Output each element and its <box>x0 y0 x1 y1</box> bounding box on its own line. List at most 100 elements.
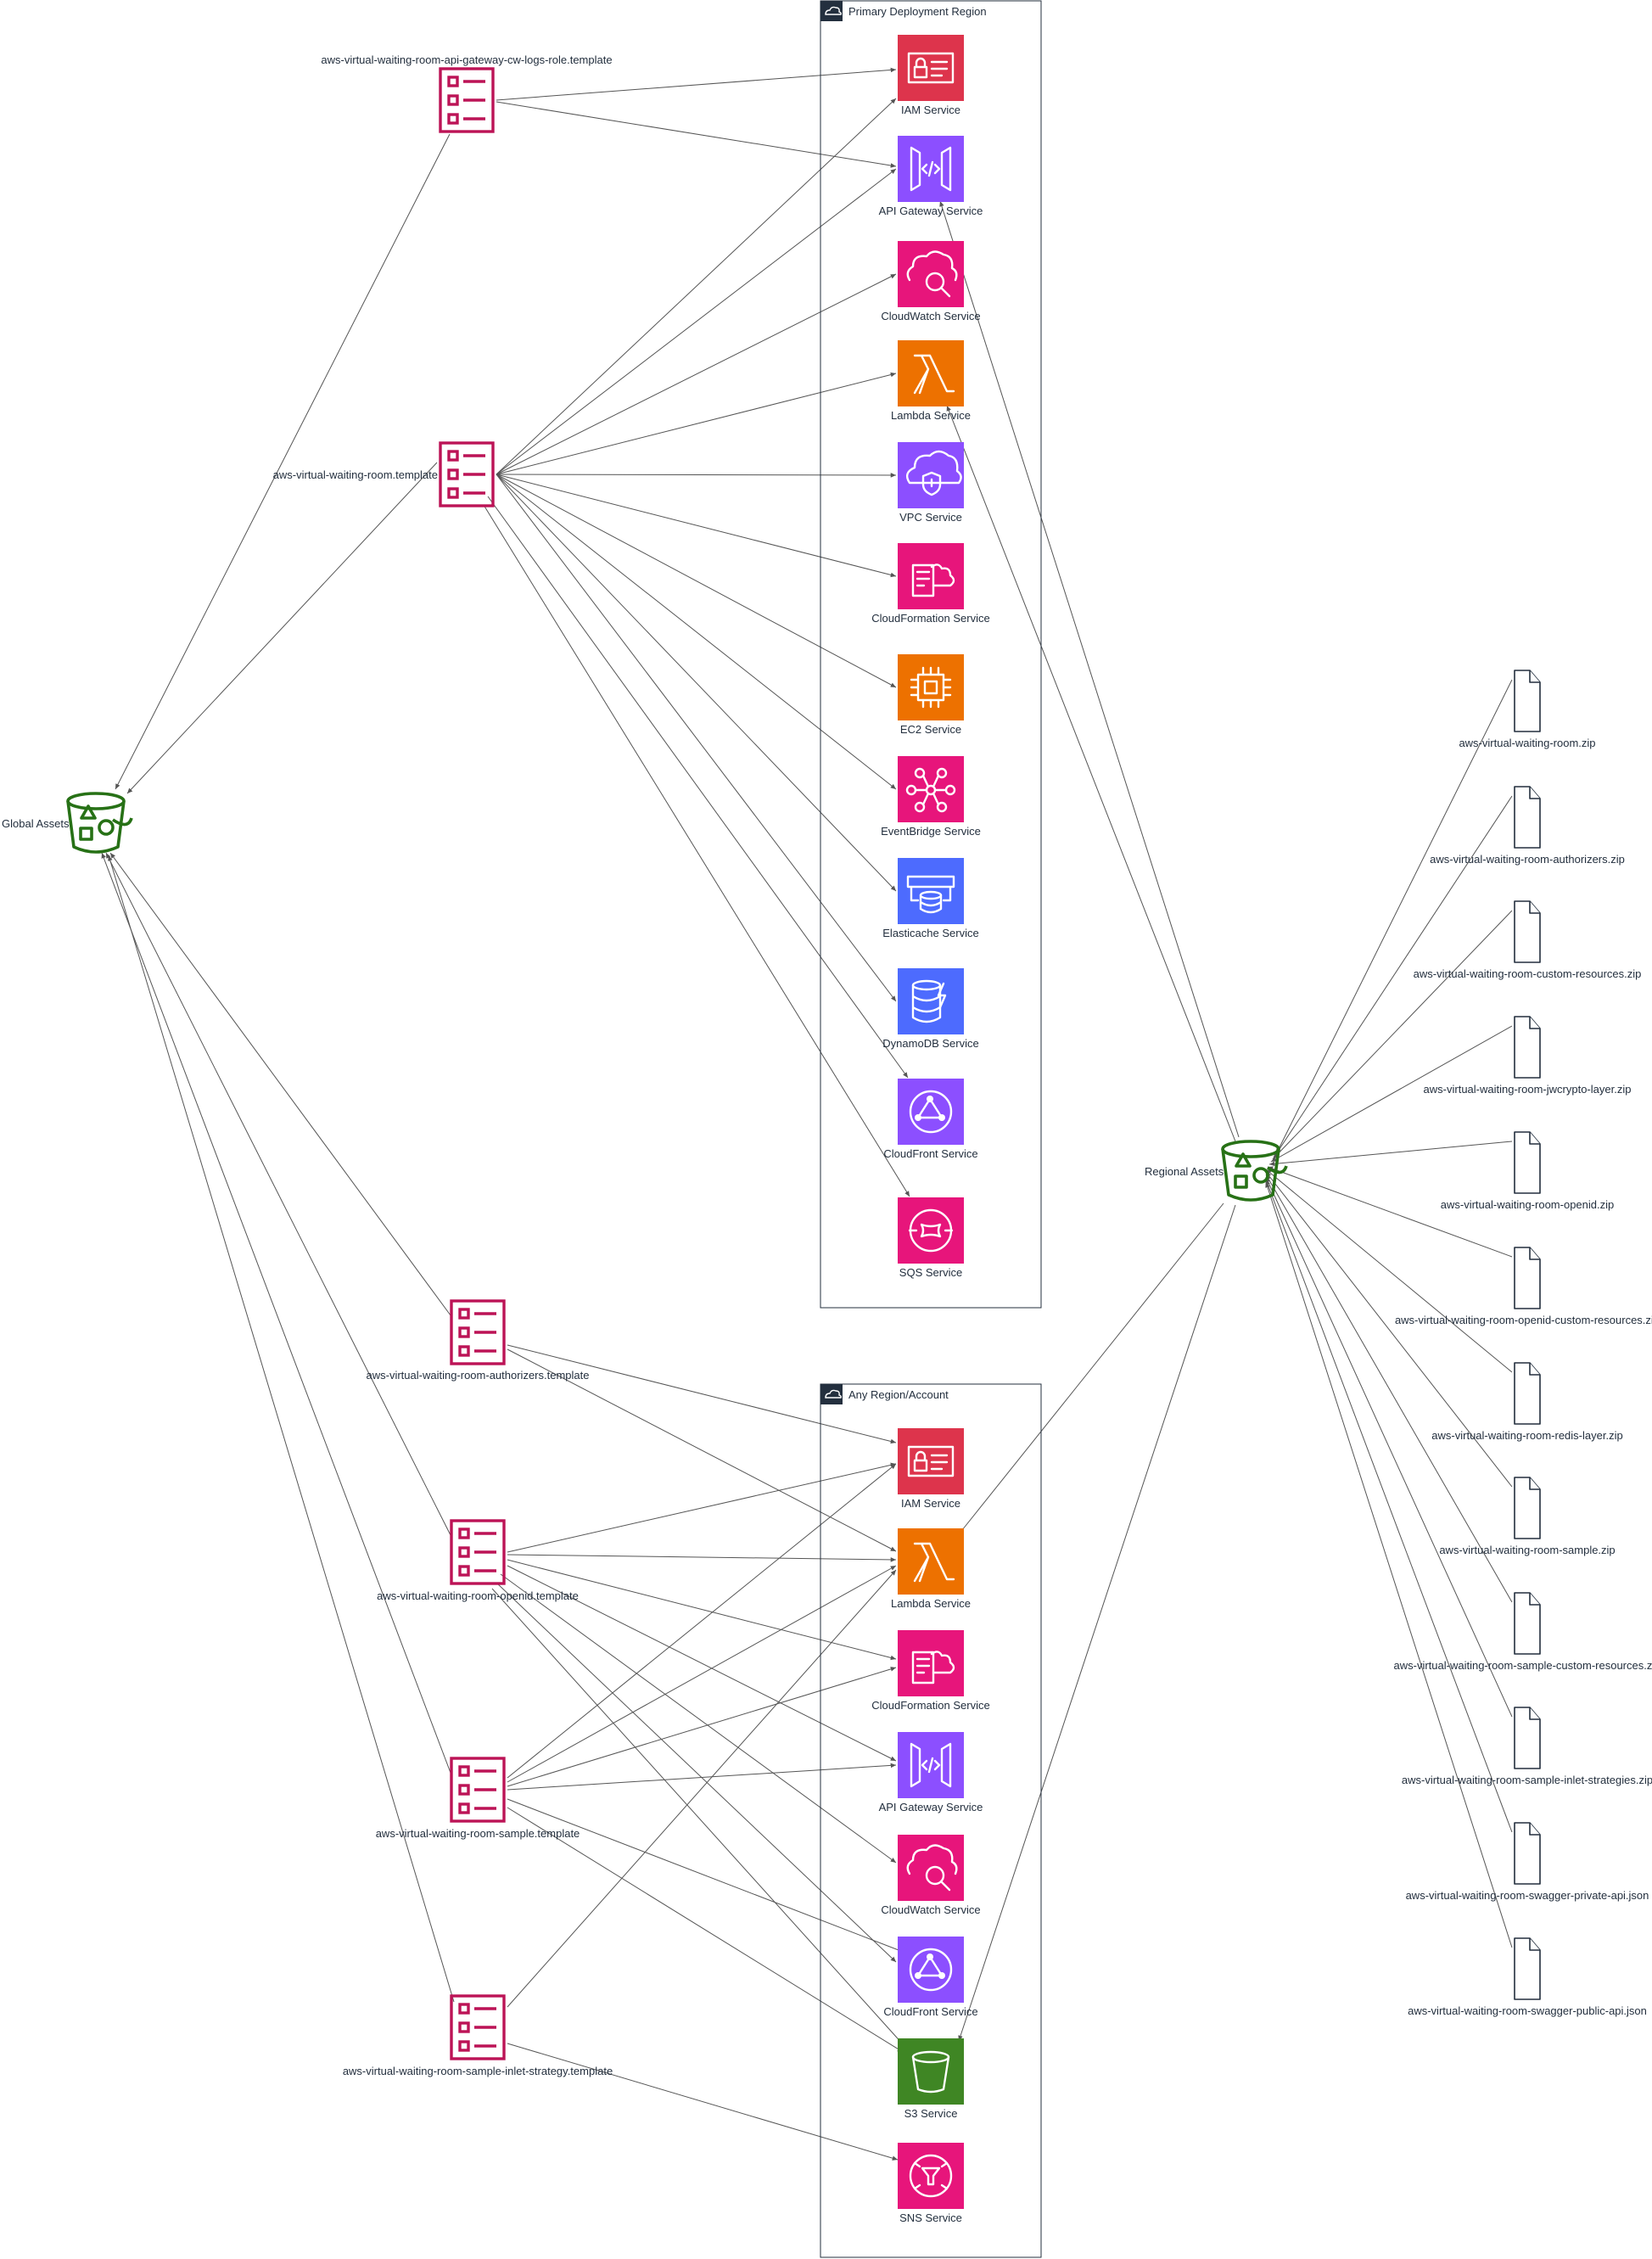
vpc-icon <box>898 442 964 508</box>
connector-arrow <box>507 1565 897 1783</box>
primary-deployment-region: Primary Deployment Region <box>820 0 1042 1309</box>
any-lambda-service: Lambda Service <box>891 1528 971 1610</box>
asset-file-8: aws-virtual-waiting-room-sample.zip <box>1439 1477 1616 1556</box>
any-service-label: Lambda Service <box>891 1597 971 1610</box>
primary-service-label: EventBridge Service <box>881 825 981 838</box>
connector-arrow <box>101 852 451 1774</box>
connector-arrow <box>1274 795 1513 1158</box>
s3-icon <box>898 2038 964 2105</box>
connector-arrow <box>496 474 897 790</box>
primary-lambda-service: Lambda Service <box>891 340 971 422</box>
asset-file-label: aws-virtual-waiting-room-openid-custom-r… <box>1395 1314 1652 1326</box>
any-region-account: Any Region/Account <box>820 1383 1042 2258</box>
any-service-label: CloudWatch Service <box>881 1903 980 1916</box>
any-service-label: CloudFront Service <box>883 2005 977 2018</box>
file-icon <box>1514 1362 1541 1425</box>
connector-arrow <box>1265 1181 1513 1948</box>
asset-file-12: aws-virtual-waiting-room-swagger-public-… <box>1408 1937 1647 2017</box>
template-1: aws-virtual-waiting-room-api-gateway-cw-… <box>321 53 613 133</box>
file-icon <box>1514 1016 1541 1079</box>
connector-arrow <box>105 852 451 1536</box>
connector-arrow <box>496 474 897 688</box>
primary-dynamodb-service: DynamoDB Service <box>882 968 979 1050</box>
asset-file-11: aws-virtual-waiting-room-swagger-private… <box>1406 1822 1649 1902</box>
connector-arrow <box>507 1554 897 1562</box>
asset-file-label: aws-virtual-waiting-room-custom-resource… <box>1414 967 1642 980</box>
eventbridge-icon <box>898 756 964 822</box>
connector-arrow <box>507 1462 897 1553</box>
connector-arrow <box>939 200 1240 1138</box>
asset-file-6: aws-virtual-waiting-room-openid-custom-r… <box>1395 1247 1652 1326</box>
cloudformation-template-icon <box>439 67 495 133</box>
primary-ec2-service: EC2 Service <box>898 654 964 736</box>
connector-arrow <box>496 474 897 1002</box>
lambda-icon <box>898 1528 964 1595</box>
cloudwatch-icon <box>898 241 964 307</box>
connector-arrow <box>946 405 1236 1142</box>
asset-file-9: aws-virtual-waiting-room-sample-custom-r… <box>1394 1592 1652 1672</box>
primary-cloudformation-service: CloudFormation Service <box>871 543 990 625</box>
elasticache-icon <box>898 858 964 924</box>
primary-vpc-service: VPC Service <box>898 442 964 524</box>
cloudwatch-icon <box>898 1835 964 1901</box>
primary-service-label: IAM Service <box>901 104 960 116</box>
template-3: aws-virtual-waiting-room-authorizers.tem… <box>367 1299 589 1382</box>
connector-arrow <box>1267 1166 1513 1258</box>
connector-arrow <box>507 1463 897 1779</box>
connector-arrow <box>1272 910 1513 1160</box>
connector-arrow <box>507 1807 904 2053</box>
primary-service-label: VPC Service <box>899 511 962 524</box>
connector-arrow <box>491 1588 904 2046</box>
connector-arrow <box>496 101 897 168</box>
connector-arrow <box>1270 1025 1513 1163</box>
primary-api-gateway-service: API Gateway Service <box>879 136 983 217</box>
primary-service-label: CloudFormation Service <box>871 612 989 625</box>
connector-arrow <box>507 1348 897 1552</box>
asset-file-4: aws-virtual-waiting-room-jwcrypto-layer.… <box>1424 1016 1631 1096</box>
connector-arrow <box>507 1344 897 1444</box>
connector-arrow <box>496 98 897 475</box>
asset-file-label: aws-virtual-waiting-room-sample.zip <box>1439 1544 1615 1556</box>
any-cloudwatch-service: CloudWatch Service <box>881 1835 981 1916</box>
template-label: aws-virtual-waiting-room-api-gateway-cw-… <box>321 53 612 66</box>
file-icon <box>1514 1937 1541 2000</box>
iam-icon <box>898 35 964 101</box>
connector-arrow <box>487 496 909 1079</box>
connector-arrow <box>496 473 897 478</box>
asset-file-10: aws-virtual-waiting-room-sample-inlet-st… <box>1402 1707 1652 1786</box>
asset-file-2: aws-virtual-waiting-room-authorizers.zip <box>1430 786 1625 866</box>
iam-icon <box>898 1428 964 1494</box>
cloudformation-icon <box>898 1630 964 1696</box>
file-icon <box>1514 670 1541 732</box>
asset-file-label: aws-virtual-waiting-room-sample-custom-r… <box>1394 1659 1652 1672</box>
cloudformation-template-icon <box>439 441 495 507</box>
any-api-gateway-service: API Gateway Service <box>879 1732 983 1813</box>
s3-bucket-icon <box>1221 1140 1288 1202</box>
ec2-icon <box>898 654 964 720</box>
lambda-icon <box>898 340 964 406</box>
primary-iam-service: IAM Service <box>898 35 964 116</box>
asset-file-label: aws-virtual-waiting-room-swagger-private… <box>1406 1889 1649 1902</box>
connector-arrow <box>958 1202 1224 1535</box>
any-service-label: S3 Service <box>904 2107 958 2120</box>
connector-arrow <box>958 1204 1236 2042</box>
global-assets-label: Global Assets <box>2 817 70 830</box>
asset-file-7: aws-virtual-waiting-room-redis-layer.zip <box>1431 1362 1623 1442</box>
primary-cloudwatch-service: CloudWatch Service <box>881 241 981 322</box>
asset-file-5: aws-virtual-waiting-room-openid.zip <box>1441 1131 1614 1211</box>
regional-assets-bucket: Regional Assets <box>1145 1140 1288 1202</box>
primary-service-label: Lambda Service <box>891 409 971 422</box>
primary-service-label: SQS Service <box>899 1266 962 1279</box>
primary-service-label: EC2 Service <box>900 723 961 736</box>
s3-bucket-icon <box>66 792 133 854</box>
connector-arrow <box>1275 679 1513 1155</box>
connector-arrow <box>496 168 897 475</box>
asset-file-1: aws-virtual-waiting-room.zip <box>1459 670 1596 749</box>
cloudformation-icon <box>898 543 964 609</box>
connector-arrow <box>483 504 910 1197</box>
sns-icon <box>898 2143 964 2209</box>
connector-arrow <box>1265 1169 1513 1373</box>
primary-deployment-region-label: Primary Deployment Region <box>848 5 987 18</box>
